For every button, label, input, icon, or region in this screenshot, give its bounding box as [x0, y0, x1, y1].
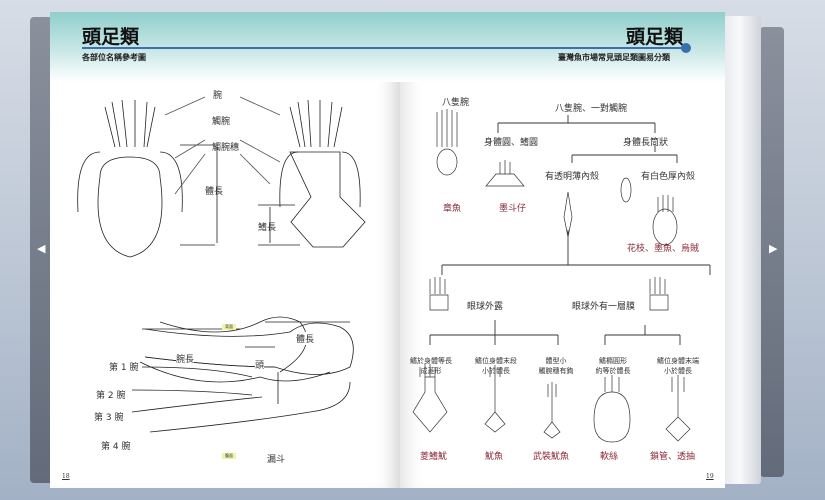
species-name: 菱鰭魷: [420, 452, 448, 462]
species-bobtail: 墨斗仔: [499, 204, 527, 214]
group-desc: 鰭位身體末段小於體長: [475, 357, 517, 375]
species-name: 武裝魷魚: [533, 452, 570, 462]
species-name: 魷魚: [485, 452, 504, 462]
page-number: 18: [62, 473, 70, 480]
label-ventral: 腹面: [222, 453, 236, 459]
label-club: 觸腕穗: [212, 143, 240, 153]
label-head: 頭: [255, 358, 265, 371]
label-arm-3: 第 3 腕: [94, 413, 124, 423]
page-stack-edge: [725, 16, 761, 484]
right-page: 頭足類 臺灣魚市場常見頭足類圖易分類 八隻腕 章魚 八隻腕、一對觸腕 身體圓、鰭…: [400, 12, 725, 488]
label-body-length: 體長: [205, 187, 224, 197]
page-title: 頭足類: [82, 26, 140, 48]
node-eight-arms-two-tentacles: 八隻腕、一對觸腕: [555, 104, 628, 114]
group-desc: 鰭於身體等長成菱形: [410, 357, 452, 375]
page-title: 頭足類: [625, 26, 683, 48]
anatomy-diagram: [77, 96, 366, 433]
node-eye-open: 眼球外露: [467, 302, 504, 312]
species-cuttlefish: 花枝、墨魚、烏賊: [627, 244, 700, 254]
label-arm-1: 第 1 腕: [109, 363, 139, 373]
label-fin-length: 鰭長: [258, 223, 277, 233]
group-desc: 鰭橢圓形約等於體長: [595, 357, 631, 375]
label-arm-4: 第 4 腕: [101, 442, 131, 452]
triangle-right-icon: ▶: [769, 242, 778, 255]
label-tentacle: 觸腕: [212, 117, 231, 127]
label-octopus-body-length: 體長: [296, 332, 315, 345]
label-dorsal: 背面: [222, 324, 236, 330]
page-subtitle: 臺灣魚市場常見頭足類圖易分類: [558, 52, 670, 62]
group-desc: 體型小觸腕穗有鉤: [538, 357, 574, 375]
species-name: 軟絲: [600, 452, 619, 462]
node-eye-covered: 眼球外有一層膜: [572, 302, 636, 312]
group-desc: 鰭位身體末端小於體長: [657, 357, 699, 375]
page-number: 19: [706, 473, 714, 480]
page-subtitle: 各部位名稱參考圖: [82, 52, 146, 62]
node-thick-shell: 有白色厚內殼: [641, 172, 696, 182]
species-octopus: 章魚: [443, 204, 462, 214]
left-page: 頭足類 各部位名稱參考圖 腕 觸腕 觸腕穗 體長 鰭長 背面 腹面 腕長 頭 體…: [50, 12, 400, 488]
label-arm: 腕: [213, 91, 223, 101]
node-thin-shell: 有透明薄內殼: [545, 172, 600, 182]
header-dot: [681, 43, 691, 53]
node-eight-arms: 八隻腕: [442, 98, 470, 108]
next-page-button[interactable]: ▶: [760, 27, 784, 477]
species-name: 鎖管、透抽: [650, 452, 696, 462]
node-round-body: 身體圓、鰭圓: [484, 138, 539, 148]
node-long-body: 身體長筒狀: [623, 138, 669, 148]
label-arm-2: 第 2 腕: [96, 391, 126, 401]
label-funnel: 漏斗: [267, 455, 286, 465]
label-arm-length: 腕長: [176, 352, 195, 365]
triangle-left-icon: ◀: [37, 242, 46, 255]
classification-tree: [412, 109, 711, 443]
